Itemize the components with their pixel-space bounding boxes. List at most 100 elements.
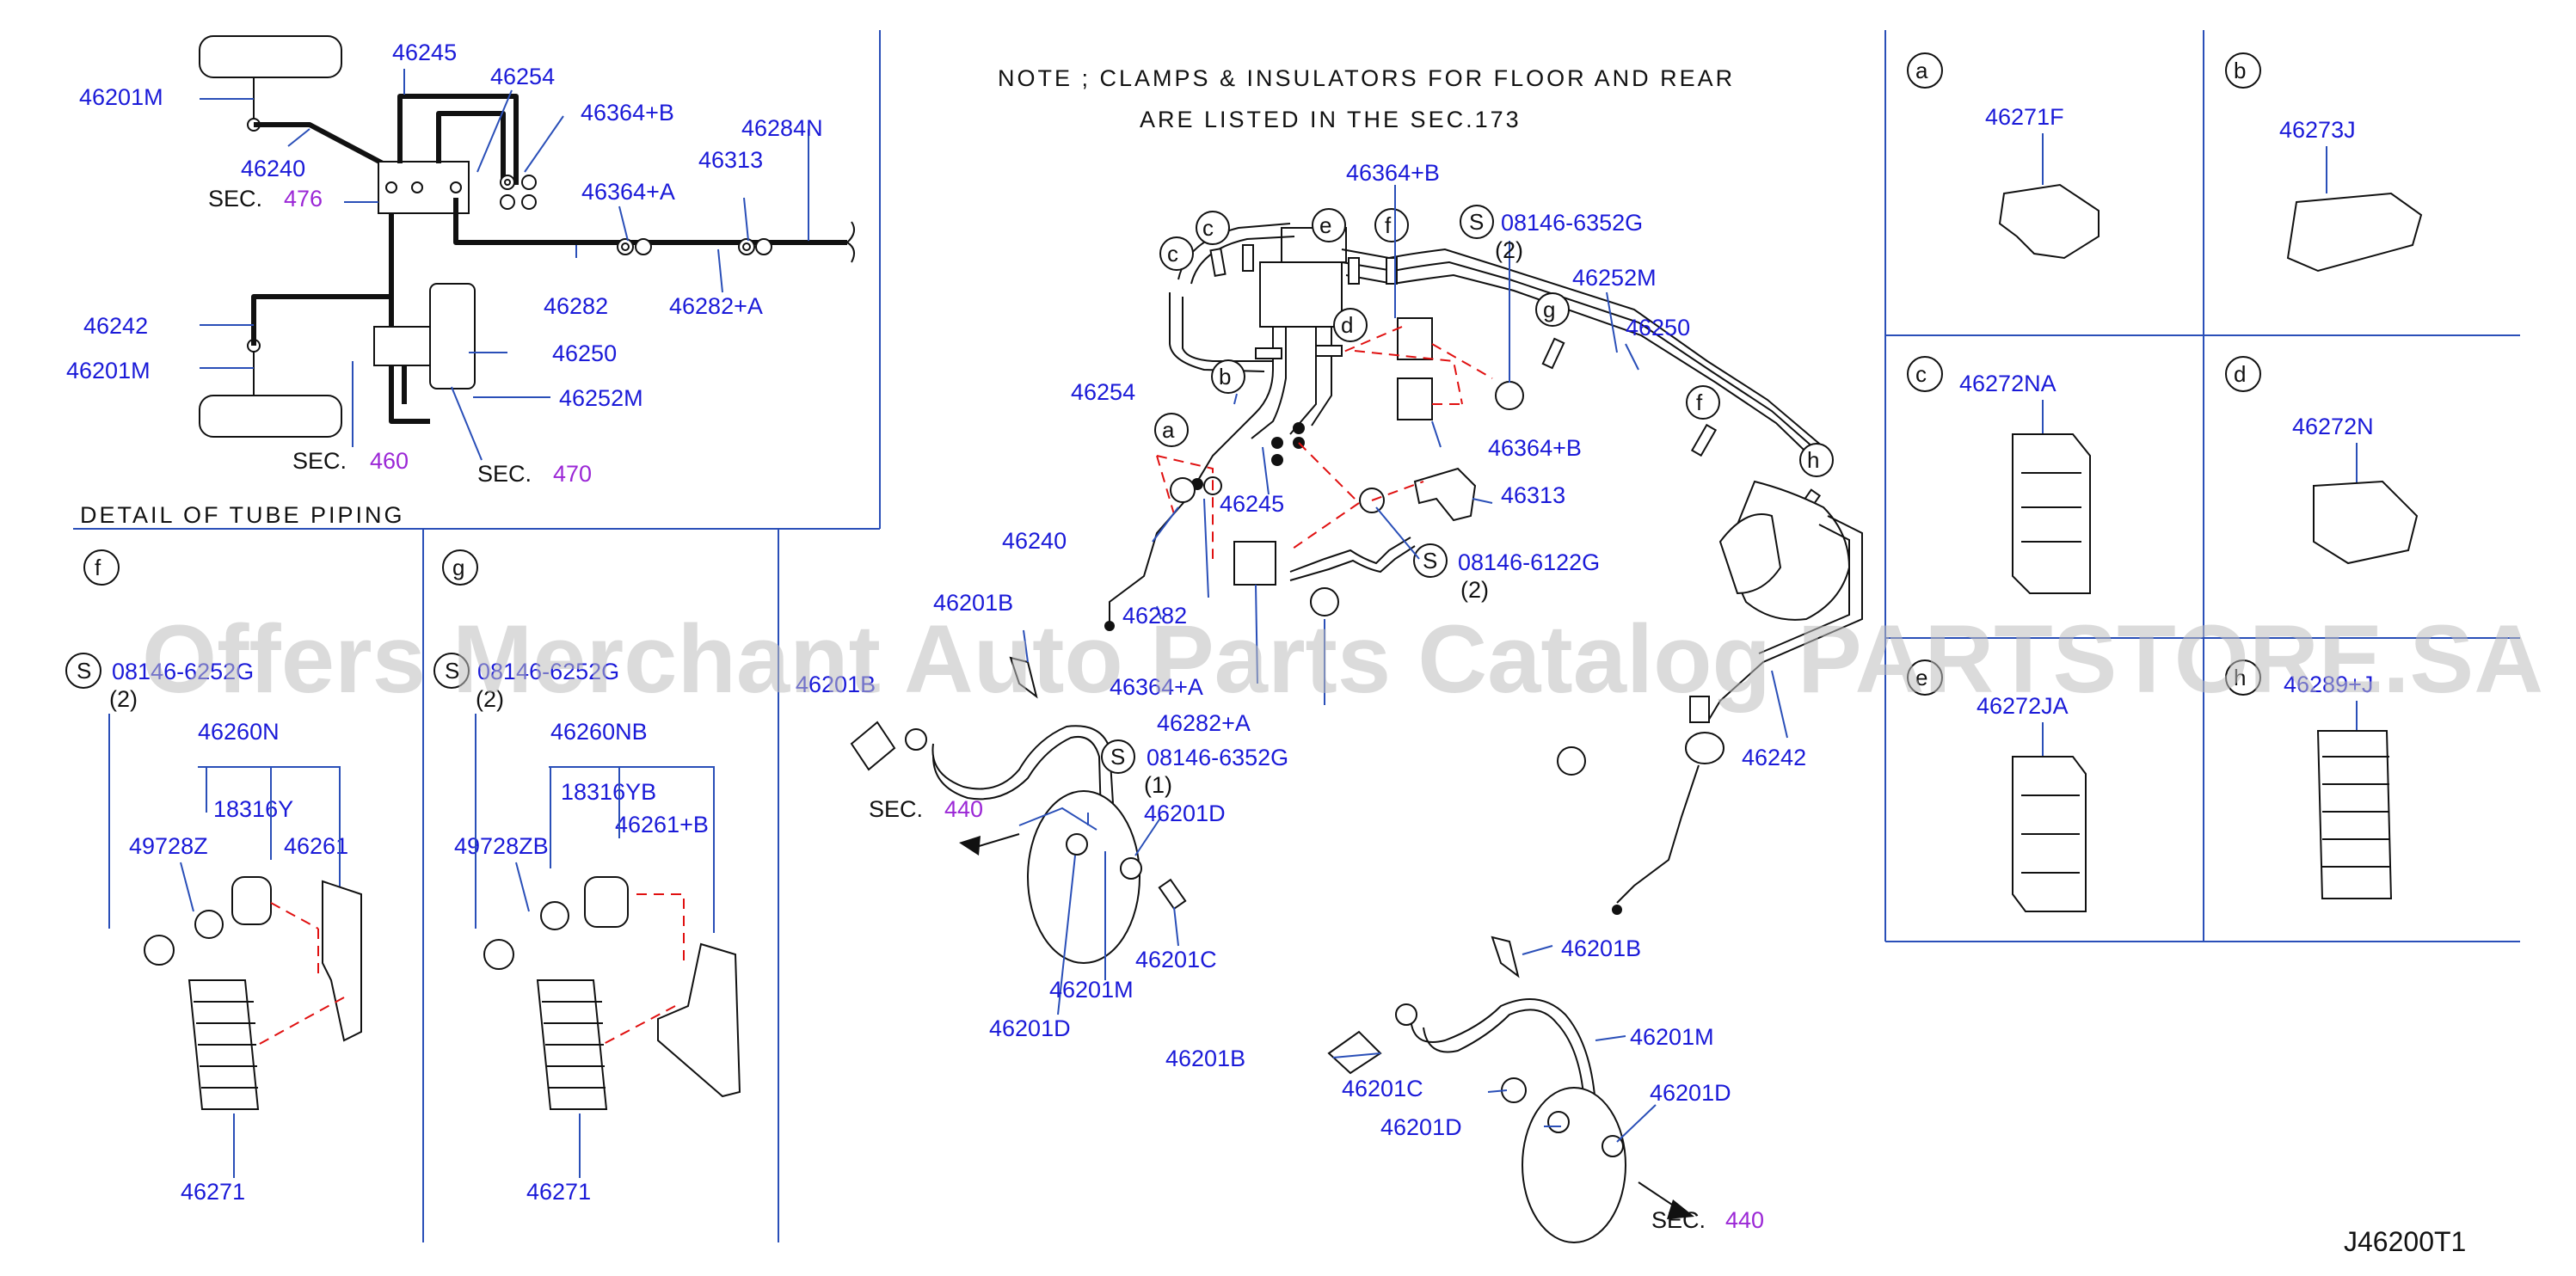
- svg-text:S: S: [1469, 209, 1484, 235]
- circle-h: [1799, 443, 1834, 477]
- svg-text:f: f: [1385, 212, 1392, 238]
- label-46245: 46245: [392, 40, 457, 65]
- label-bolt-f: 08146-6252G: [112, 659, 254, 684]
- circle-a: [1907, 52, 1943, 89]
- label-46201B: 46201B: [796, 672, 876, 697]
- label-46364B-b: 46364+B: [1488, 435, 1582, 461]
- label-bolt-08146-6122G: 08146-6122G: [1458, 549, 1600, 575]
- svg-text:b: b: [1219, 364, 1231, 390]
- clip-46273J-icon: [2286, 192, 2423, 273]
- circle-g: [1535, 292, 1570, 327]
- brake-caliper-outline: [1027, 790, 1140, 964]
- label-46242: 46242: [83, 313, 148, 339]
- label-46272N: 46272N: [2292, 414, 2374, 439]
- panel-g: g S 08146-6252G (2) 46260NB 18316YB 4972…: [433, 549, 741, 1205]
- bolt-icon: [1557, 746, 1586, 776]
- label-46284N: 46284N: [741, 115, 823, 141]
- clip-icon: [1009, 656, 1038, 699]
- label-qty: (1): [1144, 772, 1172, 798]
- bracket-icon: [1397, 377, 1433, 420]
- bracket-icon: [1233, 541, 1276, 586]
- diagram-code: J46200T1: [2344, 1226, 2466, 1257]
- label-46201D: 46201D: [1144, 801, 1226, 826]
- master-cylinder-icon: [429, 283, 476, 390]
- svg-text:h: h: [1807, 447, 1819, 473]
- circle-a: [1154, 413, 1189, 447]
- clip-icon: [1327, 1030, 1382, 1075]
- svg-text:S: S: [1423, 548, 1437, 574]
- label-46201B: 46201B: [933, 590, 1013, 616]
- circle-b: [2225, 52, 2261, 89]
- circle-d: [1333, 308, 1368, 342]
- svg-text:S: S: [77, 658, 91, 684]
- svg-text:d: d: [2234, 361, 2246, 387]
- sec-label: SEC.: [292, 448, 347, 474]
- clip-46289J-icon: [2316, 730, 2393, 899]
- label-46282A: 46282+A: [1157, 710, 1251, 736]
- label-49728ZB: 49728ZB: [454, 833, 549, 859]
- bolt-icon: [144, 935, 175, 966]
- sec-label: SEC.: [477, 461, 532, 487]
- label-46201B: 46201B: [1165, 1046, 1245, 1071]
- label-46201D: 46201D: [1380, 1114, 1462, 1140]
- collar-icon: [194, 910, 224, 939]
- brake-caliper-outline: [1522, 1087, 1626, 1243]
- label-bolt-08146-6352G: 08146-6352G: [1147, 745, 1288, 770]
- circle-d: [2225, 356, 2261, 392]
- label-18316Y: 18316Y: [213, 796, 293, 822]
- label-46245: 46245: [1220, 491, 1284, 517]
- watermark: Offers Merchant Auto Parts Catalog PARTS…: [142, 605, 2543, 713]
- label-bolt-g: 08146-6252G: [477, 659, 619, 684]
- detail-tube-piping: 46201M 46245 46254 46364+B 46284N 46240 …: [66, 35, 856, 528]
- circle-e: [1312, 208, 1346, 242]
- label-46289J: 46289+J: [2284, 672, 2373, 697]
- frame-lines: [73, 30, 2520, 1242]
- sec-476: 476: [284, 186, 323, 212]
- label-46313: 46313: [698, 147, 763, 173]
- sec-label: SEC.: [208, 186, 262, 212]
- insulator-icon: [584, 876, 629, 928]
- main-diagram: c c e f d b a g f h S S S: [796, 160, 1863, 1243]
- label-46271-f: 46271: [181, 1179, 245, 1205]
- label-46261B: 46261+B: [615, 812, 709, 837]
- svg-text:a: a: [1162, 417, 1175, 443]
- note-line-1: NOTE ; CLAMPS & INSULATORS FOR FLOOR AND…: [998, 65, 1735, 91]
- label-46201M: 46201M: [79, 84, 163, 110]
- detail-title: DETAIL OF TUBE PIPING: [80, 502, 405, 528]
- label-46364B: 46364+B: [1346, 160, 1440, 186]
- label-46240: 46240: [1002, 528, 1067, 554]
- label-46201B: 46201B: [1561, 936, 1641, 961]
- circle-f: [1374, 208, 1409, 242]
- label-46201D: 46201D: [1650, 1080, 1731, 1106]
- sec-label: SEC.: [1651, 1207, 1706, 1233]
- svg-text:a: a: [1915, 58, 1928, 83]
- label-46260NB: 46260NB: [550, 719, 648, 745]
- reservoir-icon: [373, 326, 431, 366]
- label-18316YB: 18316YB: [561, 779, 656, 805]
- svg-text:S: S: [445, 658, 459, 684]
- label-46201C: 46201C: [1135, 947, 1217, 972]
- svg-text:g: g: [452, 555, 464, 580]
- label-46260N: 46260N: [198, 719, 280, 745]
- svg-text:S: S: [1110, 744, 1125, 770]
- circle-c: [1196, 211, 1230, 245]
- label-46242: 46242: [1742, 745, 1806, 770]
- label-qty: (2): [1460, 577, 1489, 603]
- label-46364A: 46364+A: [1110, 674, 1203, 700]
- label-46282A: 46282+A: [669, 293, 763, 319]
- svg-text:c: c: [1202, 215, 1214, 241]
- label-46282: 46282: [1122, 603, 1187, 629]
- svg-text:e: e: [1915, 665, 1927, 690]
- label-46201D: 46201D: [989, 1015, 1071, 1041]
- panel-f: f S 08146-6252G (2) 46260N 18316Y 49728Z…: [65, 549, 362, 1205]
- label-46271F: 46271F: [1985, 104, 2064, 130]
- sec-440: 440: [1725, 1207, 1764, 1233]
- insulator-icon: [231, 876, 272, 925]
- svg-text:c: c: [1167, 241, 1178, 267]
- sec-label: SEC.: [869, 796, 923, 822]
- label-qty-f: (2): [109, 686, 138, 712]
- circle-c: [1907, 356, 1943, 392]
- bracket-icon: [1413, 467, 1477, 522]
- collar-icon: [540, 901, 569, 930]
- sec-470: 470: [553, 461, 592, 487]
